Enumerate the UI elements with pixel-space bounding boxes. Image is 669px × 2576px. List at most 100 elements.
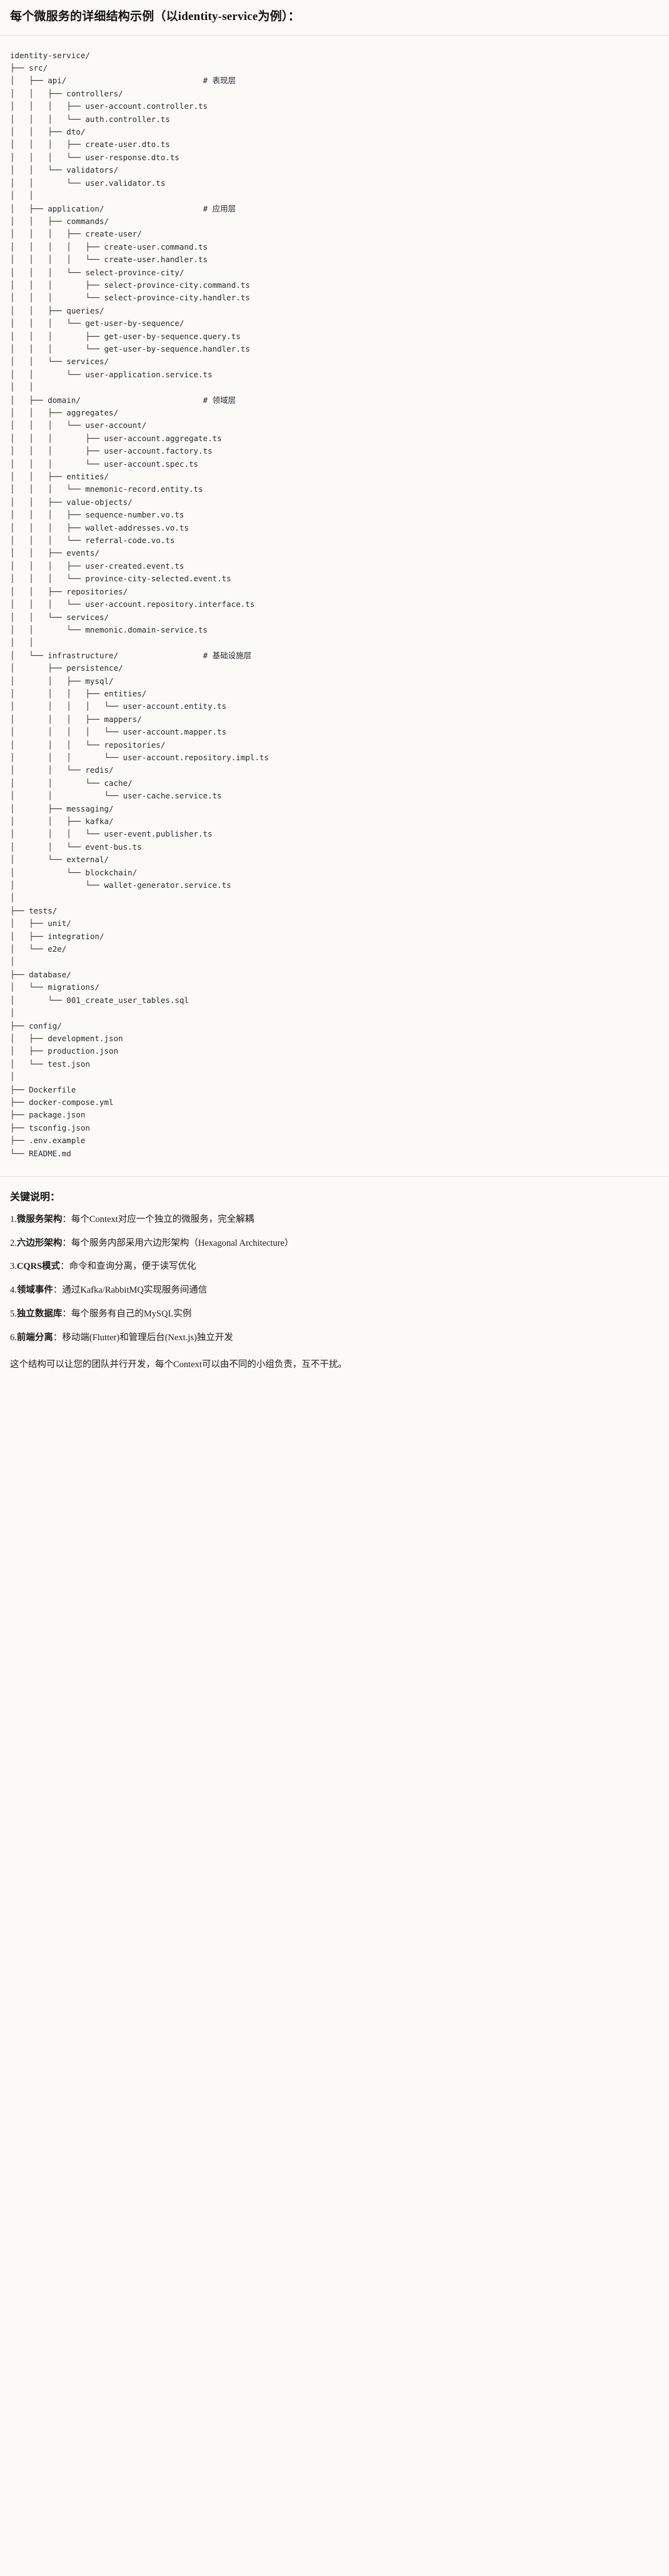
key-notes-footer: 这个结构可以让您的团队并行开发，每个Context可以由不同的小组负责，互不干扰… bbox=[10, 1360, 347, 1370]
tree-line: │ │ ├── value-objects/ bbox=[10, 496, 659, 509]
tree-layer-comment: # 领域层 bbox=[203, 395, 236, 405]
tree-node-path: │ ├── persistence/ bbox=[10, 663, 123, 673]
tree-line: │ bbox=[10, 955, 659, 968]
tree-node-path: ├── .env.example bbox=[10, 1136, 86, 1146]
tree-line: │ │ │ ├── create-user/ bbox=[10, 228, 659, 240]
tree-line: ├── database/ bbox=[10, 969, 659, 981]
key-note-separator: ： bbox=[62, 1214, 71, 1224]
tree-node-path: │ ├── api/ bbox=[10, 76, 67, 86]
tree-node-path: │ │ └── user.validator.ts bbox=[10, 178, 166, 188]
tree-node-path: │ │ │ └── get-user-by-sequence.handler.t… bbox=[10, 344, 250, 354]
tree-node-path: │ └── blockchain/ bbox=[10, 867, 138, 877]
tree-node-path: │ │ └── services/ bbox=[10, 612, 109, 622]
tree-line: ├── package.json bbox=[10, 1109, 659, 1121]
key-note-separator: ： bbox=[53, 1285, 63, 1296]
tree-line: identity-service/ bbox=[10, 49, 659, 62]
tree-node-path: │ │ └── user-application.service.ts bbox=[10, 369, 213, 379]
tree-line: │ │ ├── repositories/ bbox=[10, 586, 659, 598]
tree-line: │ ├── application/ # 应用层 bbox=[10, 203, 659, 215]
tree-line: │ ├── unit/ bbox=[10, 917, 659, 930]
key-note-number: 5. bbox=[10, 1308, 17, 1319]
tree-line: │ │ ├── entities/ bbox=[10, 471, 659, 483]
tree-line: ├── tests/ bbox=[10, 905, 659, 917]
tree-line: ├── config/ bbox=[10, 1020, 659, 1032]
tree-line: │ │ │ ├── wallet-addresses.vo.ts bbox=[10, 522, 659, 534]
tree-line: │ │ └── redis/ bbox=[10, 764, 659, 776]
tree-line: │ │ │ ├── sequence-number.vo.ts bbox=[10, 509, 659, 521]
key-note-separator: ： bbox=[60, 1261, 69, 1272]
tree-line: │ │ │ └── user-account/ bbox=[10, 419, 659, 432]
tree-node-path: │ │ ├── commands/ bbox=[10, 216, 109, 226]
tree-line: │ │ │ ├── user-account.aggregate.ts bbox=[10, 432, 659, 445]
tree-node-path: │ │ │ ├── user-account.factory.ts bbox=[10, 446, 213, 456]
tree-line: │ │ └── services/ bbox=[10, 611, 659, 624]
tree-node-path: │ │ │ └── select-province-city.handler.t… bbox=[10, 293, 250, 303]
tree-node-path: │ │ │ ├── user-account.aggregate.ts bbox=[10, 433, 222, 443]
tree-node-path: │ ├── domain/ bbox=[10, 395, 81, 405]
tree-line: │ │ │ └── user-account.repository.interf… bbox=[10, 598, 659, 611]
tree-node-path: │ │ │ └── user-account.repository.interf… bbox=[10, 599, 255, 609]
tree-line: │ │ │ │ └── user-account.entity.ts bbox=[10, 700, 659, 713]
tree-layer-comment: # 基础设施层 bbox=[203, 650, 252, 660]
tree-line: │ │ └── cache/ bbox=[10, 777, 659, 790]
key-note-item: 2.六边形架构：每个服务内部采用六边形架构（Hexagonal Architec… bbox=[10, 1237, 659, 1251]
tree-line: │ │ │ └── get-user-by-sequence.handler.t… bbox=[10, 343, 659, 355]
tree-node-path: │ │ bbox=[10, 638, 34, 648]
tree-line: │ │ ├── controllers/ bbox=[10, 88, 659, 100]
tree-node-path: │ │ ├── mysql/ bbox=[10, 676, 114, 686]
tree-line: │ │ │ └── mnemonic-record.entity.ts bbox=[10, 483, 659, 496]
key-note-number: 3. bbox=[10, 1261, 17, 1272]
tree-line: │ │ ├── dto/ bbox=[10, 126, 659, 138]
tree-node-path: │ │ │ └── user-account.repository.impl.t… bbox=[10, 752, 269, 762]
tree-line: │ │ │ └── user-response.dto.ts bbox=[10, 151, 659, 164]
tree-line: │ ├── development.json bbox=[10, 1032, 659, 1045]
key-note-description: 每个服务有自己的MySQL实例 bbox=[71, 1308, 192, 1319]
tree-node-path: ├── database/ bbox=[10, 969, 71, 979]
tree-node-path: │ │ │ │ ├── create-user.command.ts bbox=[10, 242, 208, 252]
tree-node-path: │ │ │ │ └── create-user.handler.ts bbox=[10, 255, 208, 265]
tree-node-path: └── README.md bbox=[10, 1148, 71, 1158]
tree-node-path: │ └── infrastructure/ bbox=[10, 650, 119, 660]
tree-line: │ │ │ ├── mappers/ bbox=[10, 713, 659, 726]
tree-line: │ │ │ │ └── user-account.mapper.ts bbox=[10, 726, 659, 738]
tree-line: │ │ │ ├── user-account.factory.ts bbox=[10, 445, 659, 457]
tree-node-path: ├── config/ bbox=[10, 1021, 62, 1031]
tree-node-path: ├── package.json bbox=[10, 1110, 86, 1120]
tree-node-path: │ │ bbox=[10, 382, 34, 392]
key-note-description: 移动端(Flutter)和管理后台(Next.js)独立开发 bbox=[62, 1332, 233, 1343]
tree-node-path: │ │ │ └── mnemonic-record.entity.ts bbox=[10, 484, 203, 494]
tree-line: │ │ │ └── province-city-selected.event.t… bbox=[10, 573, 659, 585]
tree-line: │ │ │ └── get-user-by-sequence/ bbox=[10, 317, 659, 330]
tree-line: │ bbox=[10, 1071, 659, 1083]
key-note-description: 通过Kafka/RabbitMQ实现服务间通信 bbox=[62, 1285, 208, 1296]
tree-node-path: │ │ └── validators/ bbox=[10, 165, 119, 175]
tree-line: ├── src/ bbox=[10, 62, 659, 74]
tree-node-path: │ │ │ └── user-account.spec.ts bbox=[10, 459, 199, 469]
tree-line: │ │ │ ├── entities/ bbox=[10, 688, 659, 700]
tree-line: ├── tsconfig.json bbox=[10, 1122, 659, 1134]
tree-node-path: ├── Dockerfile bbox=[10, 1084, 76, 1094]
tree-line: │ └── test.json bbox=[10, 1058, 659, 1071]
tree-line: │ │ bbox=[10, 381, 659, 394]
key-note-number: 4. bbox=[10, 1285, 17, 1296]
tree-line: │ │ │ ├── select-province-city.command.t… bbox=[10, 279, 659, 292]
tree-node-path: identity-service/ bbox=[10, 50, 90, 60]
tree-line: │ ├── production.json bbox=[10, 1045, 659, 1057]
key-note-term: 独立数据库 bbox=[16, 1308, 63, 1319]
tree-node-path: │ bbox=[10, 1008, 15, 1018]
tree-node-path: │ │ └── cache/ bbox=[10, 778, 133, 788]
tree-line: │ │ └── event-bus.ts bbox=[10, 841, 659, 853]
tree-node-path: │ │ │ │ └── user-account.mapper.ts bbox=[10, 727, 227, 737]
tree-line: │ └── e2e/ bbox=[10, 943, 659, 955]
tree-node-path: │ ├── application/ bbox=[10, 203, 104, 213]
tree-line: │ └── migrations/ bbox=[10, 981, 659, 994]
tree-node-path: │ │ │ └── referral-code.vo.ts bbox=[10, 536, 175, 546]
tree-line: │ │ │ ├── user-created.event.ts bbox=[10, 560, 659, 573]
tree-node-path: │ ├── development.json bbox=[10, 1033, 123, 1043]
tree-line: │ │ │ └── referral-code.vo.ts bbox=[10, 534, 659, 547]
key-note-description: 每个服务内部采用六边形架构（Hexagonal Architecture） bbox=[71, 1238, 294, 1248]
tree-line: │ ├── domain/ # 领域层 bbox=[10, 394, 659, 407]
tree-line: │ ├── integration/ bbox=[10, 930, 659, 943]
key-notes-title: 关键说明： bbox=[10, 1191, 61, 1203]
key-note-separator: ： bbox=[62, 1238, 71, 1248]
